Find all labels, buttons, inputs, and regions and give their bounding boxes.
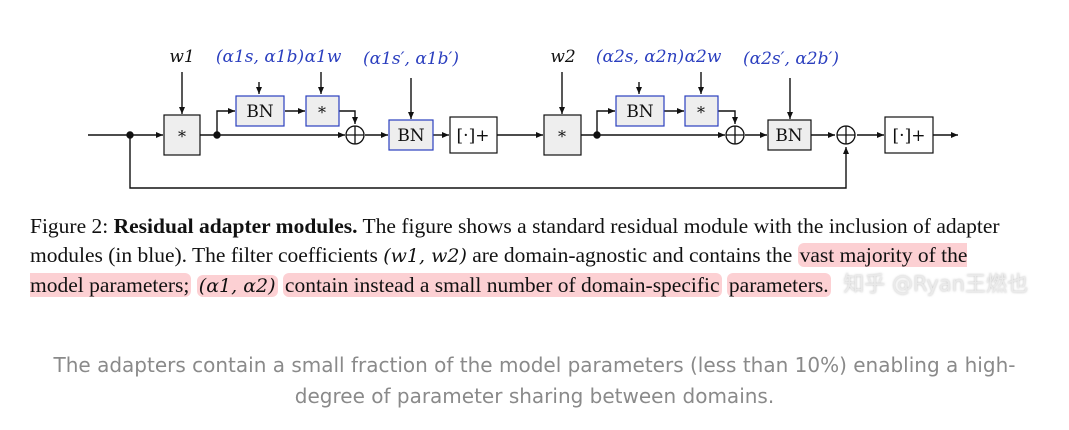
bn-box-2 <box>767 119 812 151</box>
caption-text-2: are domain-agnostic and contains the <box>472 243 793 267</box>
mult-label-adapter-1: * <box>318 103 326 122</box>
caption-prefix: Figure 2: <box>30 214 109 238</box>
mult-box-adapter-1 <box>305 95 340 127</box>
bn-box-1 <box>388 119 434 151</box>
relu-label-1: [·]+ <box>457 126 490 146</box>
mult-box-adapter-2 <box>684 95 719 127</box>
relu-box-1 <box>449 116 498 154</box>
mult-box-2 <box>543 114 582 156</box>
bn-label-1: BN <box>397 126 424 146</box>
bn-label-adapter-1: BN <box>246 102 273 122</box>
mult-label-adapter-2: * <box>697 103 705 122</box>
caption-highlight-2: contain instead a small number of domain… <box>282 273 722 297</box>
alpha2-prime-label: (α2s′, α2b′) <box>743 49 839 69</box>
caption-math-w: (w1, w2) <box>383 245 467 267</box>
adder-icon-1 <box>345 125 365 145</box>
caption-text-1: The figure shows a standard residual mod… <box>30 214 1000 267</box>
alpha2-w-label: α2w <box>685 47 722 67</box>
w2-label: w2 <box>550 47 575 67</box>
bn-box-adapter-1 <box>235 95 285 127</box>
alpha1-sb-label: (α1s, α1b) <box>216 47 304 67</box>
bn-box-adapter-2 <box>615 95 665 127</box>
caption-bold-title: Residual adapter modules. <box>113 214 358 238</box>
adder-icon-2 <box>725 125 745 145</box>
alpha2-sn-label: (α2s, α2n) <box>596 47 684 67</box>
bn-label-2: BN <box>775 126 802 146</box>
figure-caption: Figure 2: Residual adapter modules. The … <box>30 212 1025 301</box>
mult-box-1 <box>163 114 201 156</box>
alpha1-w-label: α1w <box>305 47 342 67</box>
watermark: 知乎 @Ryan王燃也 <box>843 272 1028 296</box>
image-subcaption: The adapters contain a small fraction of… <box>53 353 1016 408</box>
adder-icon-3 <box>836 125 856 145</box>
mult-label-1: * <box>178 127 186 146</box>
caption-math-alpha: (α1, α2) <box>196 275 278 297</box>
mult-label-2: * <box>558 127 566 146</box>
relu-box-2 <box>884 116 934 154</box>
w1-label: w1 <box>169 47 194 67</box>
bn-label-adapter-2: BN <box>626 102 653 122</box>
residual-adapter-diagram: * BN * BN [·]+ * BN * BN [·]+ w1 (α1s, α… <box>88 47 958 189</box>
caption-highlight-3: parameters. <box>726 273 831 297</box>
alpha1-prime-label: (α1s′, α1b′) <box>363 49 459 69</box>
relu-label-2: [·]+ <box>893 126 926 146</box>
